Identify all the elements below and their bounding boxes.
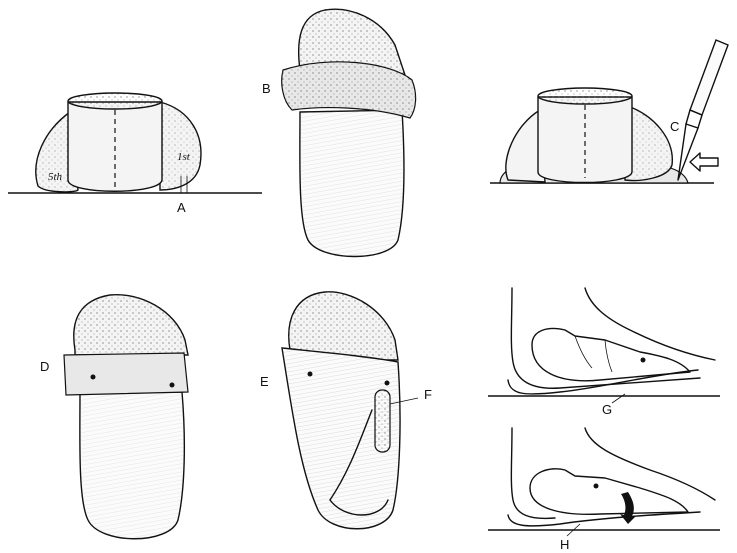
label-e: E	[260, 374, 269, 389]
trimmed-band-d	[64, 353, 188, 395]
label-g: G	[602, 402, 612, 417]
bones-g	[532, 329, 690, 381]
panel-b-cast-with-foam: B	[262, 9, 416, 256]
push-arrow-icon	[690, 153, 718, 171]
marker-dot-e1	[308, 372, 313, 377]
fifth-label: 5th	[48, 171, 63, 183]
panel-a-cast-on-surface: 5th 1st A	[8, 93, 262, 215]
marker-dot-d1	[91, 375, 96, 380]
label-f: F	[424, 387, 432, 402]
first-label: 1st	[177, 151, 191, 163]
panel-d-trimmed-band: D	[40, 295, 188, 539]
knife-handle	[690, 40, 728, 115]
label-d: D	[40, 359, 49, 374]
panel-h-foot-skeleton: H	[488, 428, 720, 552]
cast-top-c	[538, 88, 632, 104]
marker-dot-d2	[170, 383, 175, 388]
panel-c-trimming: C	[490, 40, 728, 183]
label-c: C	[670, 119, 679, 134]
label-a: A	[177, 200, 186, 215]
panel-g-foot-skeleton: G	[488, 288, 720, 417]
label-b: B	[262, 81, 271, 96]
rotation-arrow-icon	[620, 492, 636, 524]
panel-ef-shell-with-pad: E F	[260, 292, 432, 529]
marker-dot-e2	[385, 381, 390, 386]
label-h: H	[560, 537, 569, 552]
met-pad-f	[375, 390, 390, 452]
cast-top-a	[68, 93, 162, 109]
